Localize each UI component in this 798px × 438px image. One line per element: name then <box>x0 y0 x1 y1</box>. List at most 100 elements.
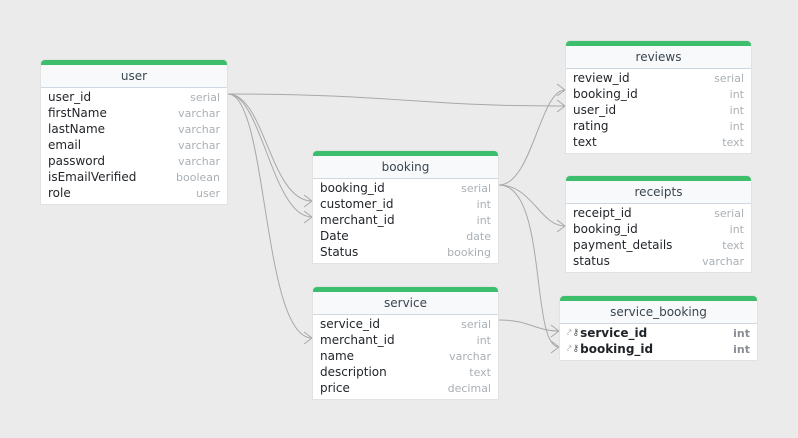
field-name: customer_id <box>320 197 394 211</box>
crowfoot-service-merchant <box>303 331 313 345</box>
field-type: varchar <box>449 349 491 363</box>
field-type: int <box>729 119 744 133</box>
field-type: date <box>466 229 491 243</box>
field-name: receipt_id <box>573 206 632 220</box>
field-row[interactable]: ⤤⚷booking_id int <box>560 341 757 357</box>
field-name: booking_id <box>580 342 654 356</box>
field-name: Status <box>320 245 359 259</box>
field-row[interactable]: user_id serial <box>41 89 227 105</box>
edge-user-service <box>227 93 313 339</box>
field-type: serial <box>714 206 744 220</box>
field-type: boolean <box>176 170 220 184</box>
table-title: receipts <box>566 181 751 204</box>
field-type: text <box>722 238 744 252</box>
crowfoot-booking-customer <box>303 194 313 208</box>
field-name: name <box>320 349 355 363</box>
field-row[interactable]: firstName varchar <box>41 105 227 121</box>
field-type: int <box>476 213 491 227</box>
field-row[interactable]: description text <box>313 364 498 380</box>
field-type: int <box>476 333 491 347</box>
field-row[interactable]: Status booking <box>313 244 498 260</box>
table-title: user <box>41 65 227 88</box>
field-type: serial <box>461 181 491 195</box>
field-name: booking_id <box>320 181 385 195</box>
table-title: booking <box>313 156 498 179</box>
field-type: serial <box>714 71 744 85</box>
field-name: isEmailVerified <box>48 170 137 184</box>
field-type: int <box>733 342 750 356</box>
field-row[interactable]: Date date <box>313 228 498 244</box>
table-title: service <box>313 292 498 315</box>
field-name: text <box>573 135 597 149</box>
field-row[interactable]: booking_id serial <box>313 180 498 196</box>
field-name: email <box>48 138 82 152</box>
field-row[interactable]: isEmailVerified boolean <box>41 169 227 185</box>
table-title: reviews <box>566 46 751 69</box>
field-name: price <box>320 381 350 395</box>
field-row[interactable]: customer_id int <box>313 196 498 212</box>
field-row[interactable]: text text <box>566 134 751 150</box>
field-type: booking <box>447 245 491 259</box>
field-row[interactable]: receipt_id serial <box>566 205 751 221</box>
field-name: Date <box>320 229 349 243</box>
field-name: service_id <box>580 326 648 340</box>
field-list: receipt_id serial booking_id int payment_d… <box>566 204 751 272</box>
edge-booking-reviews <box>498 89 566 186</box>
field-name: description <box>320 365 387 379</box>
field-name: password <box>48 154 105 168</box>
field-row[interactable]: user_id int <box>566 102 751 118</box>
field-type: varchar <box>178 106 220 120</box>
field-name: lastName <box>48 122 106 136</box>
crowfoot-booking-merchant <box>303 210 313 224</box>
field-type: int <box>733 326 750 340</box>
field-type: int <box>729 222 744 236</box>
field-type: int <box>476 197 491 211</box>
field-type: varchar <box>178 138 220 152</box>
field-row[interactable]: price decimal <box>313 380 498 396</box>
field-type: int <box>729 103 744 117</box>
crowfoot-reviews-user <box>556 99 566 113</box>
field-row[interactable]: email varchar <box>41 137 227 153</box>
fk-link-icon: ⤤ <box>567 344 572 353</box>
field-name: user_id <box>48 90 92 104</box>
field-name: user_id <box>573 103 617 117</box>
field-name: booking_id <box>573 222 638 236</box>
field-name: booking_id <box>573 87 638 101</box>
table-user[interactable]: user user_id serial firstName varchar last… <box>41 60 227 204</box>
table-receipts[interactable]: receipts receipt_id serial booking_id int … <box>566 176 751 272</box>
edge-user-reviews <box>227 93 558 107</box>
field-type: serial <box>461 317 491 331</box>
crowfoot-reviews-booking <box>556 83 566 97</box>
field-type: serial <box>190 90 220 104</box>
field-type: text <box>722 135 744 149</box>
field-row[interactable]: booking_id int <box>566 221 751 237</box>
key-icon: ⚷ <box>572 344 580 354</box>
field-name: merchant_id <box>320 333 395 347</box>
edge-booking-servicebooking <box>498 184 560 348</box>
field-row[interactable]: merchant_id int <box>313 332 498 348</box>
field-type: decimal <box>447 381 491 395</box>
field-row[interactable]: name varchar <box>313 348 498 364</box>
field-name: firstName <box>48 106 107 120</box>
field-type: text <box>469 365 491 379</box>
edge-user-booking-customer <box>227 93 313 202</box>
field-name: role <box>48 186 71 200</box>
